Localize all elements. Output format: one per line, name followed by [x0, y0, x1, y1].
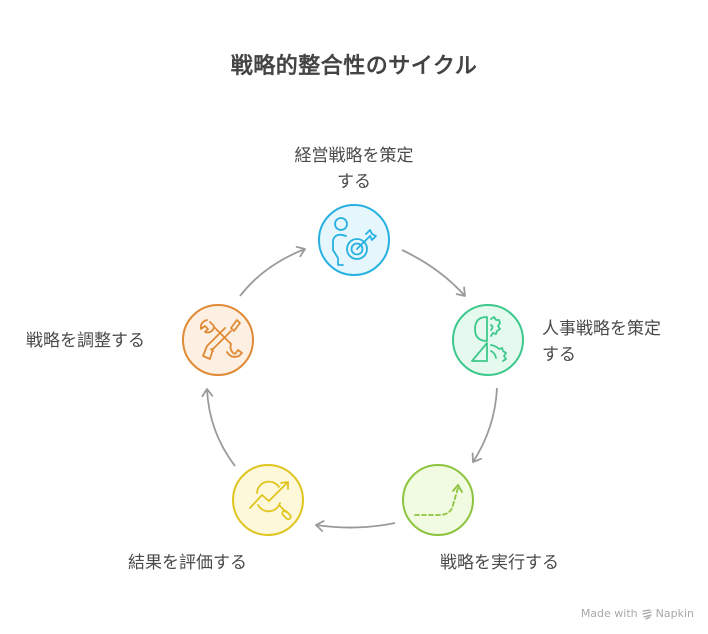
label-line: 戦略を調整する — [26, 331, 145, 351]
step-label-evaluate-results: 結果を評価する — [128, 550, 247, 576]
label-line: 戦略を実行する — [440, 553, 559, 573]
step-label-adjust-strategy: 戦略を調整する — [26, 328, 145, 354]
arrow-left-to-top — [239, 245, 306, 297]
step-evaluate-results — [232, 464, 304, 536]
made-with-text: Made with — [580, 607, 638, 620]
arrow-top-to-right — [401, 249, 466, 297]
footer-attribution: Made with Napkin — [581, 607, 694, 620]
step-circle — [402, 464, 474, 536]
step-label-formulate-management-strategy: 経営戦略を策定 する — [264, 143, 444, 195]
label-line: 経営戦略を策定 — [294, 146, 414, 166]
label-line: 結果を評価する — [128, 553, 247, 573]
head-gears-icon — [471, 316, 507, 362]
step-label-execute-strategy: 戦略を実行する — [440, 550, 559, 576]
step-execute-strategy — [402, 464, 474, 536]
step-label-formulate-hr-strategy: 人事戦略を策定 する — [542, 316, 661, 368]
step-formulate-hr-strategy — [452, 304, 524, 376]
dashed-arrow-up-icon — [414, 484, 463, 516]
brand-name: Napkin — [655, 607, 694, 620]
wrench-screwdriver-icon — [199, 319, 243, 360]
arrow-bottom-left-to-left — [201, 388, 236, 467]
label-line: 人事戦略を策定 — [542, 319, 661, 339]
person-target-icon — [332, 217, 377, 266]
diagram-title: 戦略的整合性のサイクル — [230, 54, 478, 79]
step-circle — [182, 304, 254, 376]
label-line: する — [337, 172, 371, 192]
step-formulate-management-strategy — [318, 204, 390, 276]
napkin-logo-icon — [641, 608, 652, 620]
label-line: する — [542, 345, 576, 365]
step-circle — [452, 304, 524, 376]
arrow-right-to-bottom-right — [471, 387, 498, 463]
arrow-bottom-right-to-bottom-left — [315, 520, 396, 532]
step-adjust-strategy — [182, 304, 254, 376]
magnifier-trend-icon — [249, 480, 292, 521]
